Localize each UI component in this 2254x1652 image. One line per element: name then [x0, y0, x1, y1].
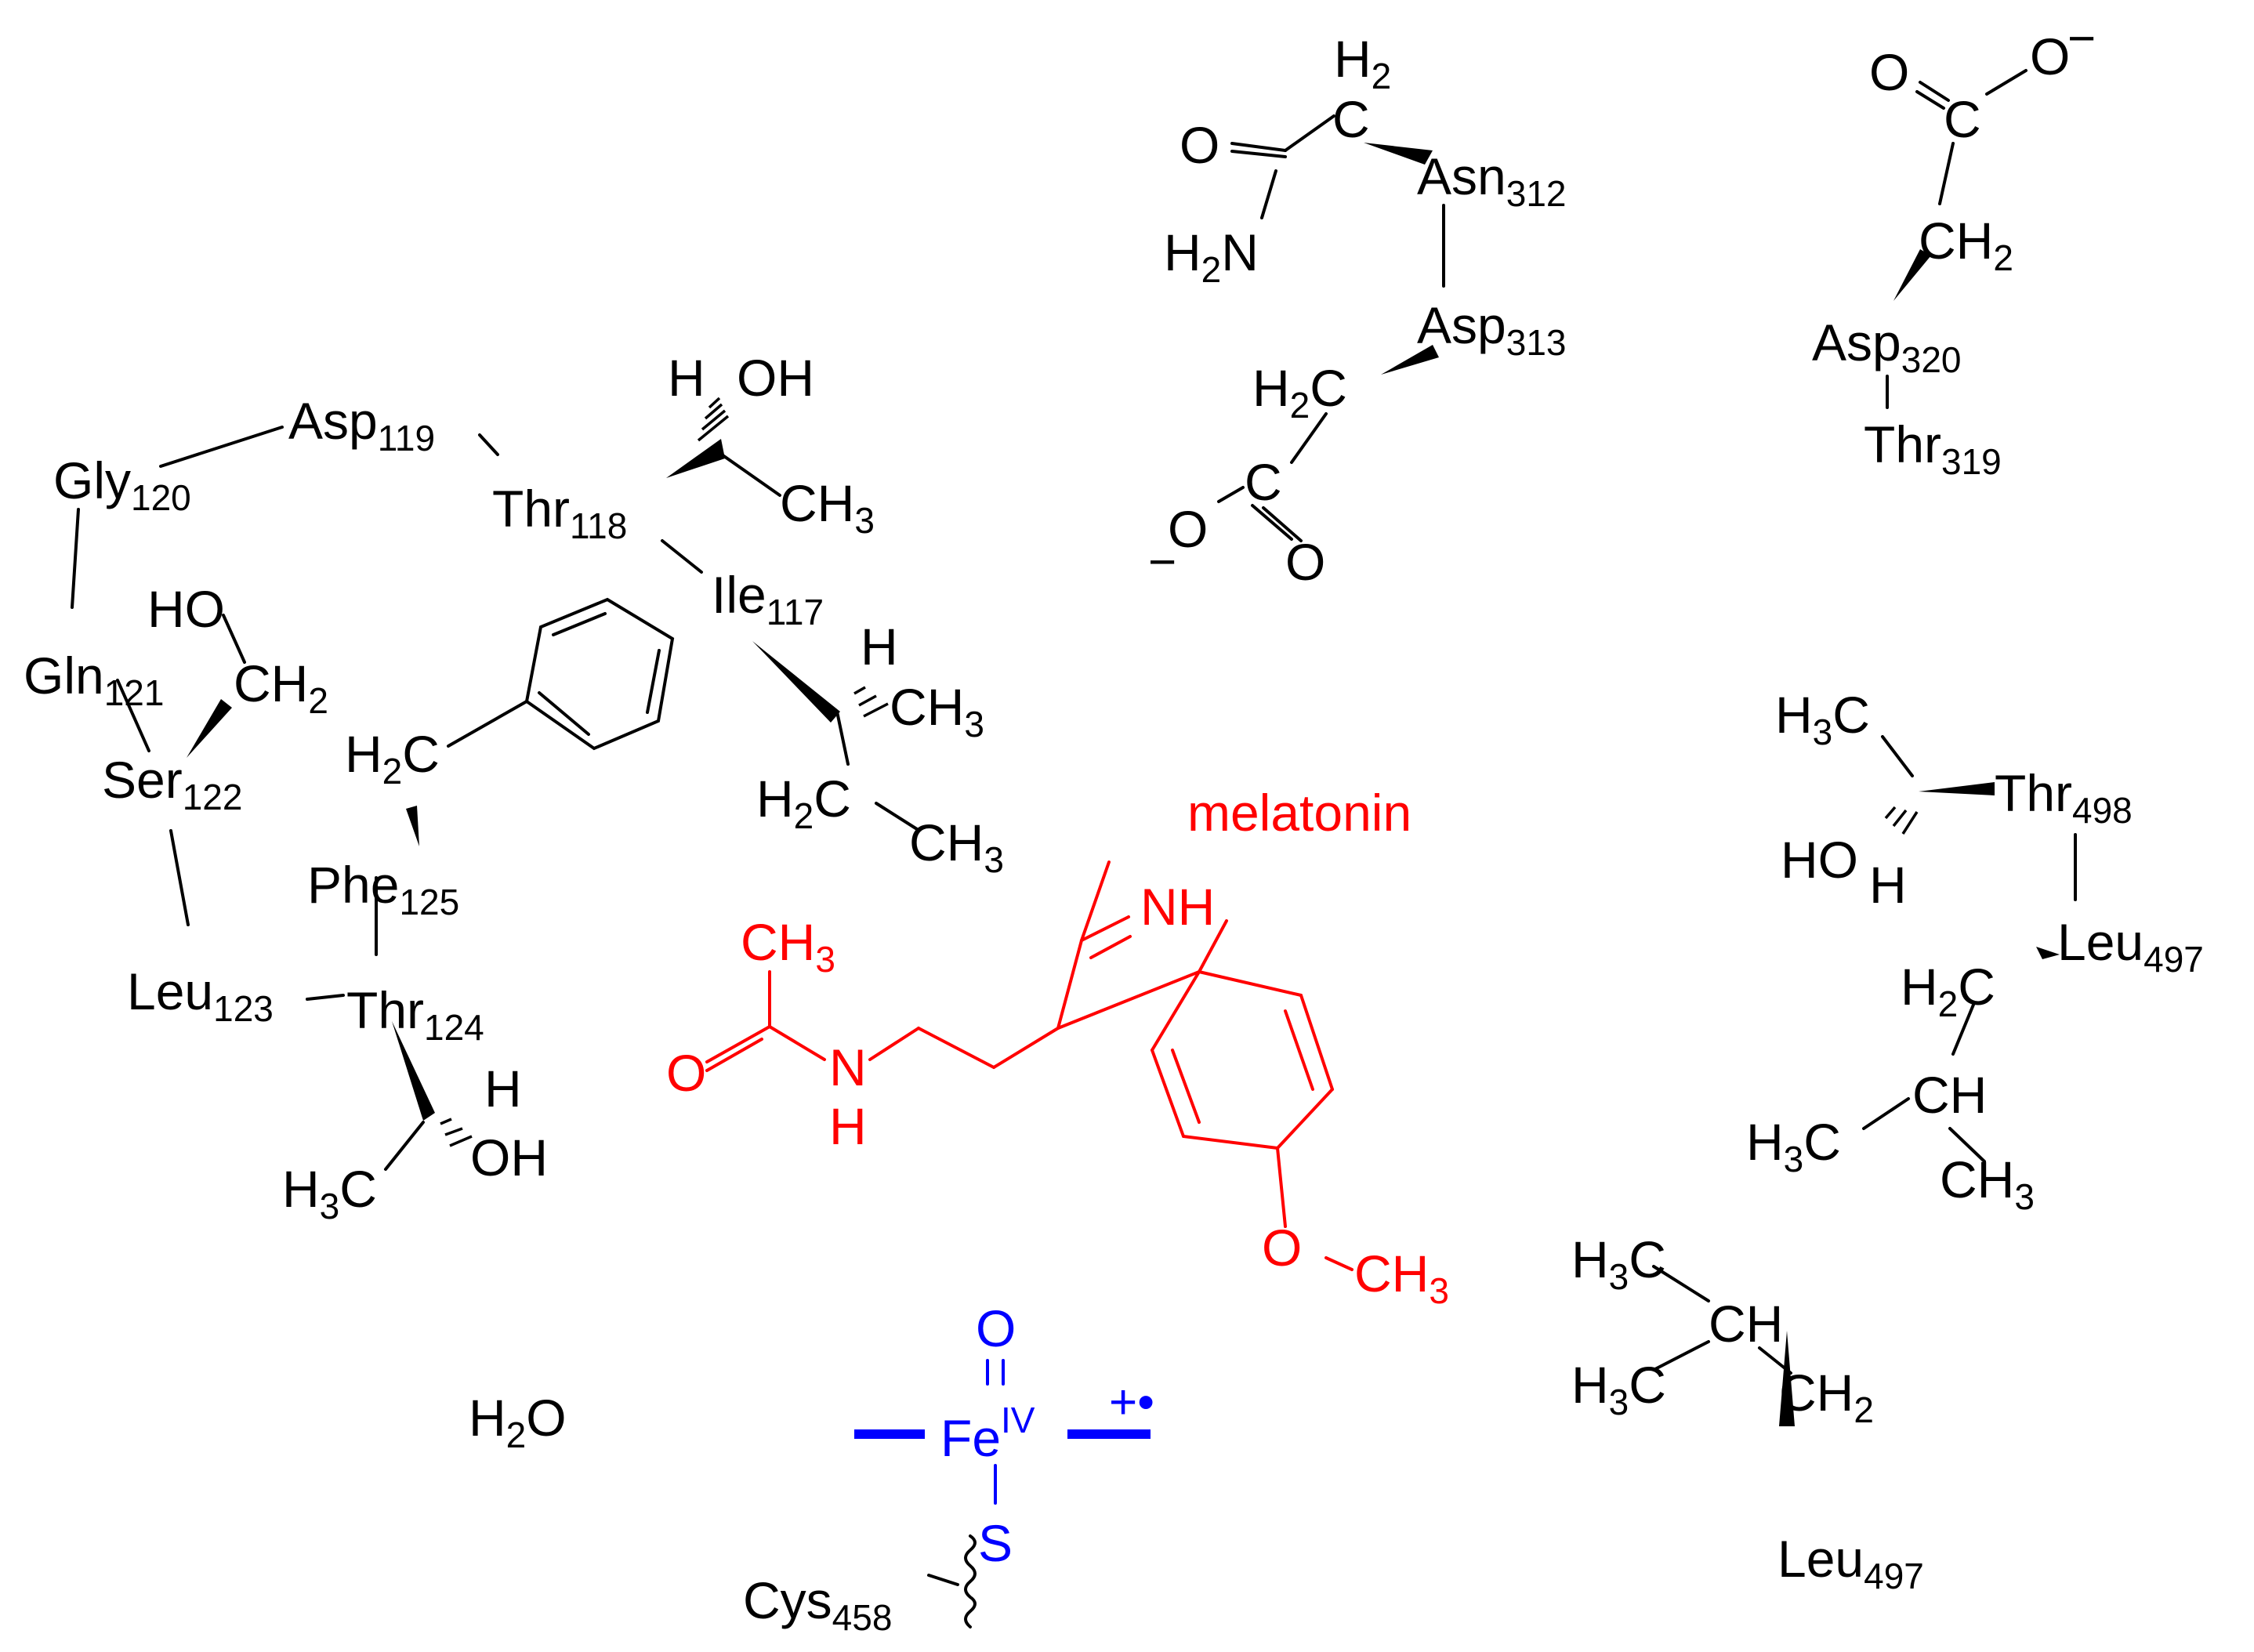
atom-o: O: [1180, 116, 1219, 174]
atom-h2c: H2C: [345, 725, 440, 792]
atom-ch3: CH3: [909, 813, 1004, 880]
residue-leu497-bottom: Leu497: [1777, 1530, 1924, 1596]
residue-ser122: Ser122: [102, 751, 242, 817]
residue-thr124: Thr124: [346, 981, 484, 1048]
residue-gln121: Gln121: [24, 647, 164, 713]
atom-ch2: CH2: [1779, 1364, 1874, 1430]
water-molecule: H2O: [469, 1389, 567, 1455]
atom-h: H: [1869, 856, 1907, 914]
leu497-bottom-bonds: [1652, 1265, 1792, 1375]
atom-h: H: [861, 618, 898, 676]
atom-ch3: CH3: [780, 474, 875, 541]
heme-oxo: O: [976, 1299, 1016, 1357]
atom-h3c: H3C: [1746, 1113, 1841, 1179]
atom-h3c: H3C: [1571, 1356, 1666, 1422]
atom-h2c: H2C: [1252, 359, 1347, 426]
stereo-wedges: [187, 143, 2060, 1426]
residue-ile117: Ile117: [712, 566, 824, 632]
atom-ch3: CH3: [741, 913, 835, 980]
atom-n: N: [829, 1038, 867, 1096]
atom-ch2: CH2: [234, 654, 328, 721]
residue-leu123: Leu123: [127, 962, 274, 1029]
atom-h3c: H3C: [1571, 1230, 1666, 1297]
residue-leu497-right: Leu497: [2057, 913, 2204, 980]
atom-h3c: H3C: [1775, 686, 1870, 752]
residue-thr319: Thr319: [1864, 415, 2002, 482]
atom-o: O: [1168, 500, 1208, 558]
residue-asp313: Asp313: [1417, 296, 1566, 363]
residue-cys458: Cys458: [743, 1571, 892, 1638]
asp320-bonds: [1886, 69, 2028, 409]
atom-h3c: H3C: [282, 1160, 377, 1226]
heme-bonds: [854, 1359, 1151, 1505]
atom-c: C: [1332, 90, 1370, 148]
atom-oh: OH: [737, 349, 814, 407]
heme-iron: FeIV: [940, 1400, 1035, 1467]
phenyl-ring: [524, 597, 675, 751]
atom-o: O: [1869, 43, 1909, 101]
atom-ch: CH: [1709, 1295, 1783, 1353]
atom-ch3: CH3: [1940, 1150, 2035, 1217]
atom-ch3: CH3: [890, 678, 984, 744]
atom-ch: CH: [1912, 1066, 1987, 1124]
charge-minus: −: [1148, 535, 1176, 589]
residue-phe125: Phe125: [307, 856, 459, 922]
heme-thiolate: S: [978, 1514, 1013, 1572]
residue-asp119: Asp119: [288, 392, 435, 458]
melatonin-bonds: [705, 860, 1353, 1271]
thr498-leu497-bonds: [1862, 735, 2077, 1163]
melatonin-label: melatonin: [1187, 784, 1411, 842]
atom-ch2: CH2: [1919, 212, 2013, 278]
atom-h: H: [829, 1097, 867, 1155]
atom-h2n: H2N: [1164, 223, 1259, 290]
residue-bonds: [71, 426, 919, 1171]
atom-o: O: [1285, 533, 1325, 591]
atom-o: O: [666, 1044, 706, 1102]
atom-ho: HO: [1781, 831, 1858, 889]
atom-o: O: [2030, 27, 2070, 85]
charge-minus: −: [2067, 12, 2096, 66]
residue-asp320: Asp320: [1812, 313, 1961, 380]
asn-asp-bonds: [1217, 114, 1445, 542]
residue-thr498: Thr498: [1995, 764, 2133, 831]
residue-thr118: Thr118: [492, 480, 627, 546]
radical-cation: +•: [1109, 1375, 1154, 1429]
atom-ch3: CH3: [1354, 1244, 1449, 1311]
atom-nh: NH: [1140, 878, 1215, 936]
atom-ho: HO: [147, 580, 225, 638]
atom-h: H: [668, 349, 705, 407]
stereo-hashes: [440, 397, 1919, 1147]
residue-asn312: Asn312: [1417, 147, 1566, 214]
atom-h2: H2: [1334, 30, 1391, 96]
residue-gly120: Gly120: [53, 451, 191, 518]
atom-c: C: [1944, 90, 1981, 148]
atom-h: H: [484, 1060, 522, 1118]
atom-h2c: H2C: [1901, 958, 1995, 1024]
wavy-bond: [964, 1534, 977, 1628]
atom-c: C: [1245, 453, 1282, 511]
atom-h2c: H2C: [756, 770, 851, 836]
atom-o: O: [1262, 1219, 1302, 1277]
atom-oh: OH: [470, 1129, 548, 1186]
